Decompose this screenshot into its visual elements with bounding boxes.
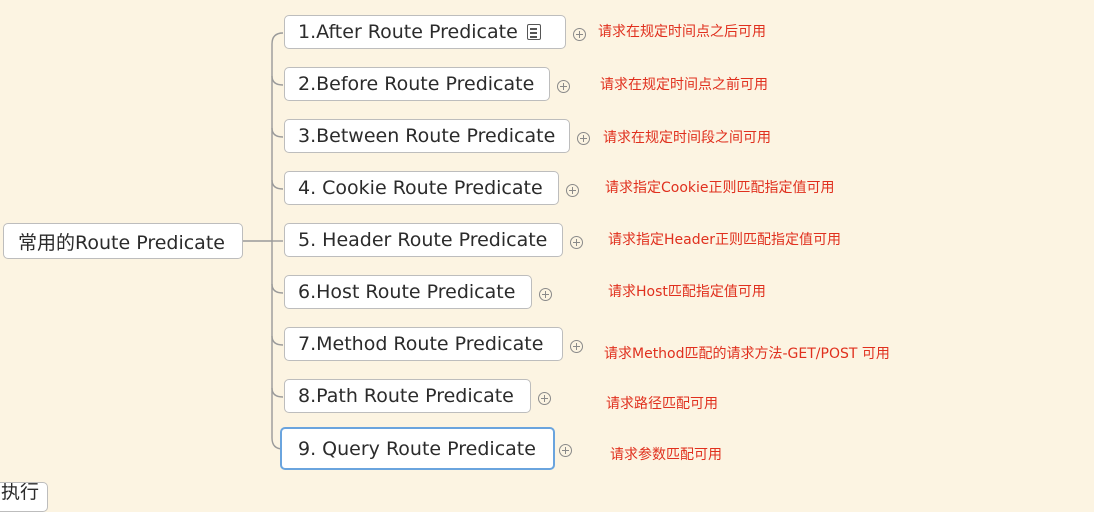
topic-note: 请求Method匹配的请求方法-GET/POST 可用	[604, 346, 890, 362]
topic-label: 2.Before Route Predicate	[298, 73, 535, 95]
topic-cookie-route-predicate[interactable]: 4. Cookie Route Predicate	[284, 171, 559, 205]
trunk-line	[271, 32, 284, 450]
topic-path-route-predicate[interactable]: 8.Path Route Predicate	[284, 379, 531, 413]
topic-header-route-predicate[interactable]: 5. Header Route Predicate	[284, 223, 563, 257]
branch-connector-8	[271, 387, 284, 398]
partial-topic[interactable]: 执行	[0, 482, 48, 512]
topic-note: 请求在规定时间点之前可用	[600, 77, 768, 93]
topic-method-route-predicate[interactable]: 7.Method Route Predicate	[284, 327, 563, 361]
topic-label: 9. Query Route Predicate	[298, 437, 536, 460]
branch-connector-4	[271, 179, 284, 190]
topic-host-route-predicate[interactable]: 6.Host Route Predicate	[284, 275, 532, 309]
topic-note: 请求在规定时间点之后可用	[598, 24, 766, 40]
topic-note: 请求在规定时间段之间可用	[603, 130, 771, 146]
partial-topic-label: 执行	[1, 482, 40, 503]
topic-label: 3.Between Route Predicate	[298, 125, 556, 147]
root-topic-label: 常用的Route Predicate	[18, 231, 225, 254]
topic-before-route-predicate[interactable]: 2.Before Route Predicate	[284, 67, 550, 101]
branch-connector-3	[271, 127, 284, 138]
topic-note: 请求Host匹配指定值可用	[608, 284, 766, 300]
mindmap-canvas: 常用的Route Predicate 1.After Route Predica…	[0, 15, 890, 512]
expand-plus-icon[interactable]	[577, 132, 590, 145]
branch-connector-7	[271, 335, 284, 346]
expand-plus-icon[interactable]	[538, 392, 551, 405]
branch-connector-2	[271, 75, 284, 86]
topic-note: 请求指定Cookie正则匹配指定值可用	[605, 180, 835, 196]
topic-label: 8.Path Route Predicate	[298, 385, 514, 407]
topic-label: 7.Method Route Predicate	[298, 333, 544, 355]
expand-plus-icon[interactable]	[573, 28, 586, 41]
topic-label: 6.Host Route Predicate	[298, 281, 516, 303]
topic-query-route-predicate[interactable]: 9. Query Route Predicate	[280, 427, 555, 470]
expand-plus-icon[interactable]	[570, 340, 583, 353]
expand-plus-icon[interactable]	[539, 288, 552, 301]
root-topic[interactable]: 常用的Route Predicate	[3, 223, 243, 259]
topic-note: 请求参数匹配可用	[610, 447, 722, 463]
topic-label: 1.After Route Predicate	[298, 21, 518, 43]
branch-connector-6	[271, 283, 284, 294]
expand-plus-icon[interactable]	[557, 80, 570, 93]
note-icon[interactable]	[526, 24, 541, 40]
topic-after-route-predicate[interactable]: 1.After Route Predicate	[284, 15, 566, 49]
expand-plus-icon[interactable]	[570, 236, 583, 249]
topic-label: 5. Header Route Predicate	[298, 229, 548, 251]
topic-note: 请求路径匹配可用	[606, 396, 718, 412]
topic-note: 请求指定Header正则匹配指定值可用	[608, 232, 841, 248]
expand-plus-icon[interactable]	[566, 184, 579, 197]
expand-plus-icon[interactable]	[559, 444, 572, 457]
topic-between-route-predicate[interactable]: 3.Between Route Predicate	[284, 119, 570, 153]
topic-label: 4. Cookie Route Predicate	[298, 177, 543, 199]
